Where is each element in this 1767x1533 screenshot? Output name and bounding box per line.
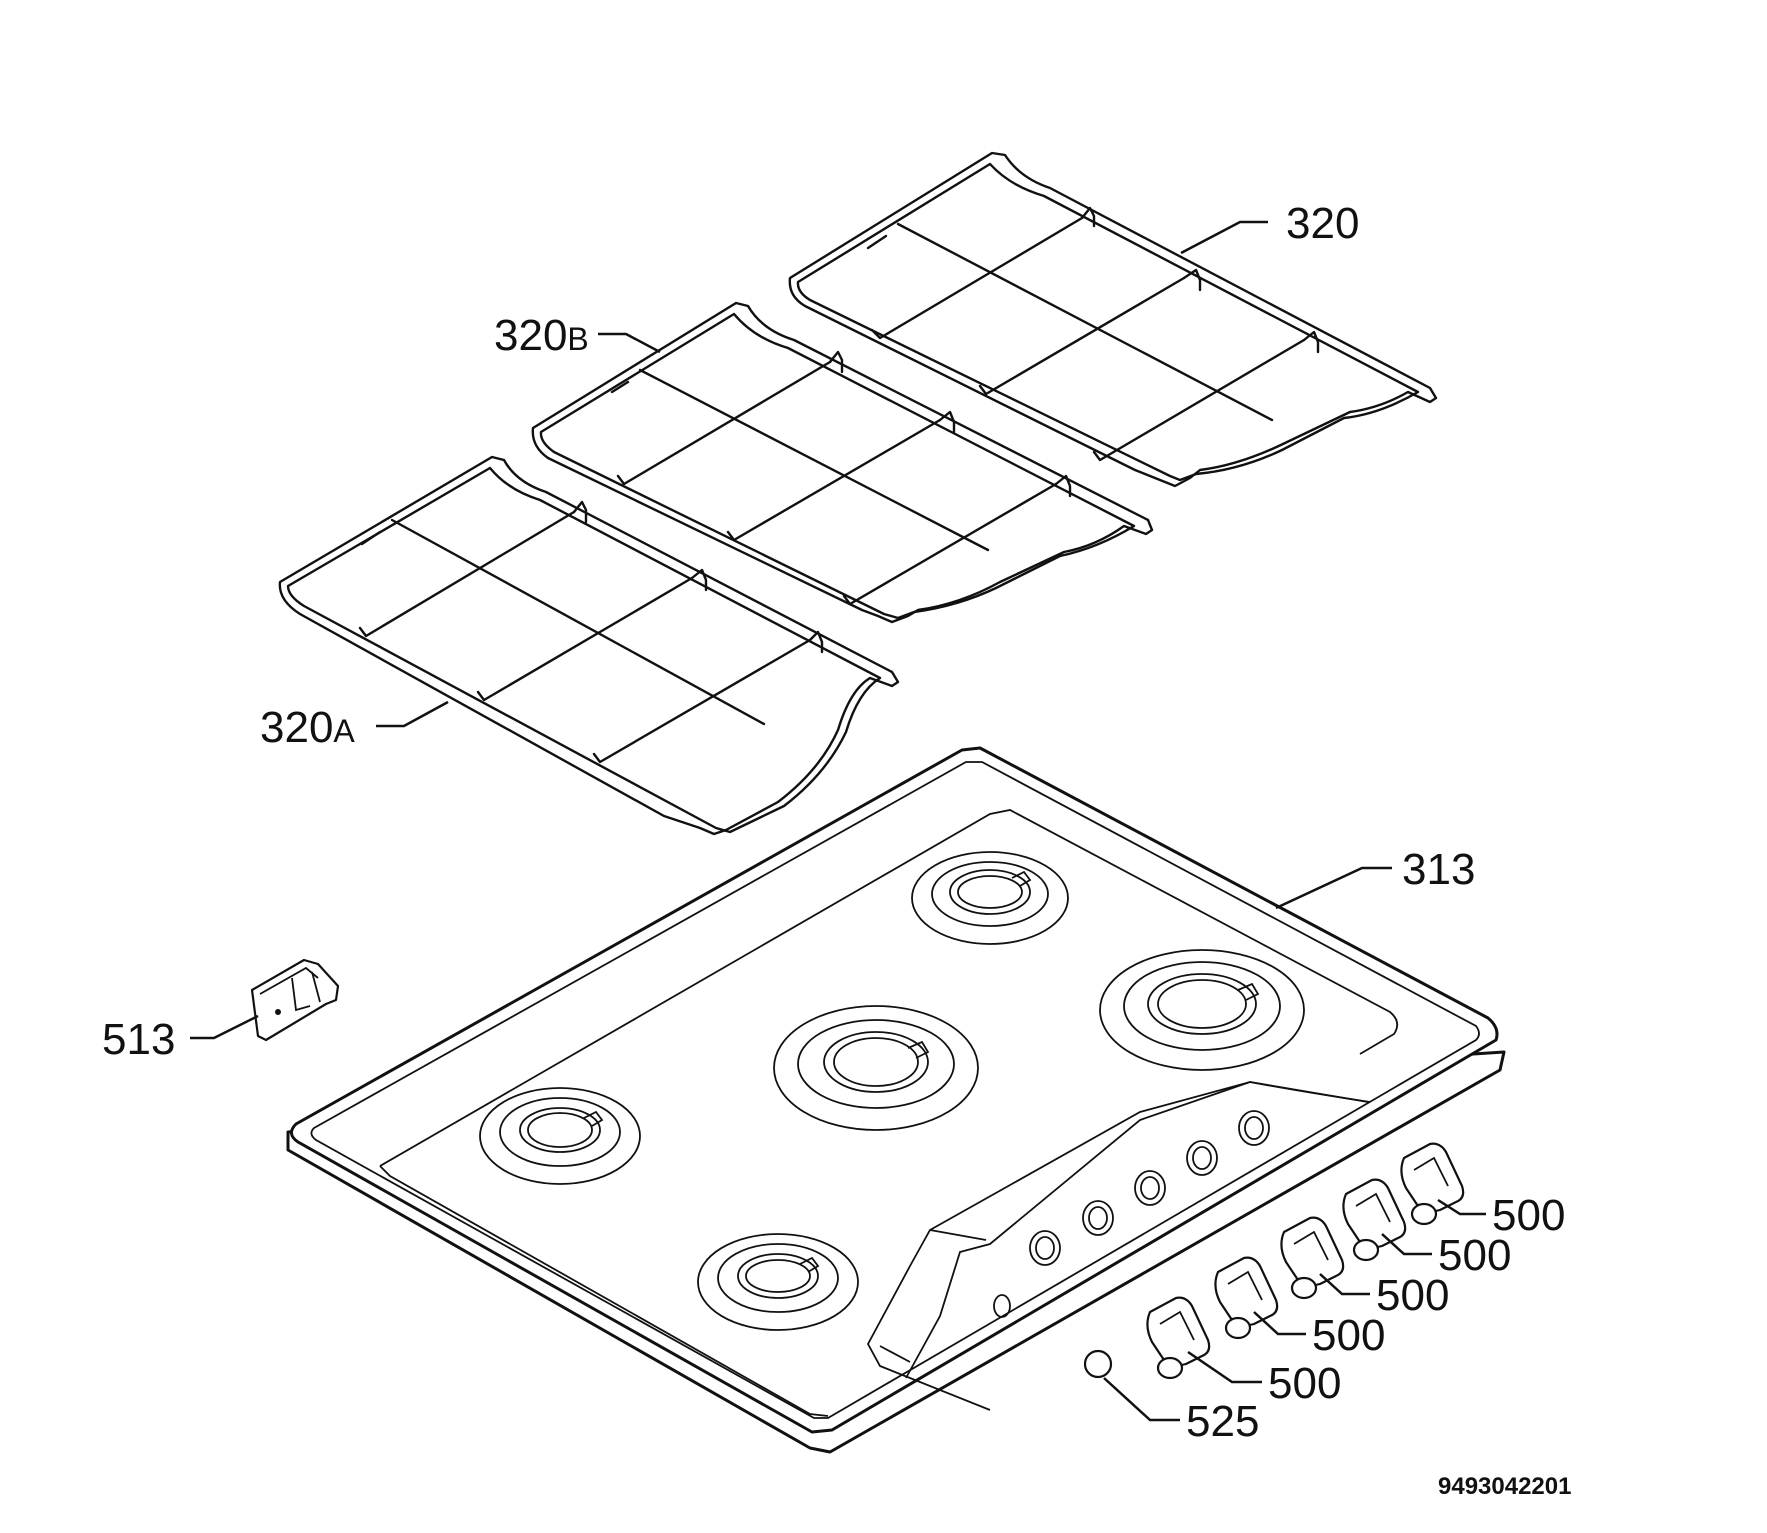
knob-1 — [1400, 1142, 1465, 1226]
burner-back — [911, 851, 1069, 945]
knob-4 — [1214, 1256, 1279, 1340]
knob-holes — [993, 1110, 1270, 1318]
label-320b: 320B — [494, 311, 589, 360]
knob-3 — [1280, 1216, 1345, 1300]
knob-2 — [1342, 1178, 1407, 1262]
control-knobs — [1083, 1142, 1465, 1380]
pan-support-320a — [278, 455, 900, 836]
label-320a-number: 320 — [260, 703, 333, 752]
part-labels: 320 320B 320A 313 513 500 500 500 500 50… — [102, 199, 1571, 1500]
drawing-code: 9493042201 — [1438, 1473, 1571, 1500]
pan-support-320 — [788, 151, 1438, 488]
label-500-knob-3: 500 — [1376, 1271, 1449, 1320]
knob-5 — [1146, 1296, 1211, 1380]
label-313: 313 — [1402, 845, 1475, 894]
label-320b-suffix: B — [567, 321, 588, 357]
clip-513 — [250, 958, 340, 1042]
burner-left — [479, 1087, 641, 1185]
label-500-knob-1: 500 — [1492, 1191, 1565, 1240]
label-513: 513 — [102, 1015, 175, 1064]
burner-center — [773, 1005, 979, 1131]
burner-front — [697, 1233, 859, 1331]
label-320: 320 — [1286, 199, 1359, 248]
button-525 — [1083, 1349, 1113, 1379]
hob-top-313 — [286, 746, 1506, 1454]
leader-lines — [190, 220, 1486, 1422]
label-320b-number: 320 — [494, 311, 567, 360]
label-320a-suffix: A — [333, 713, 355, 749]
burner-right-large — [1099, 949, 1305, 1071]
label-500-knob-2: 500 — [1438, 1231, 1511, 1280]
label-525: 525 — [1186, 1397, 1259, 1446]
pan-support-320b — [531, 301, 1154, 624]
label-320a: 320A — [260, 703, 355, 752]
label-500-knob-5: 500 — [1268, 1359, 1341, 1408]
label-500-knob-4: 500 — [1312, 1311, 1385, 1360]
